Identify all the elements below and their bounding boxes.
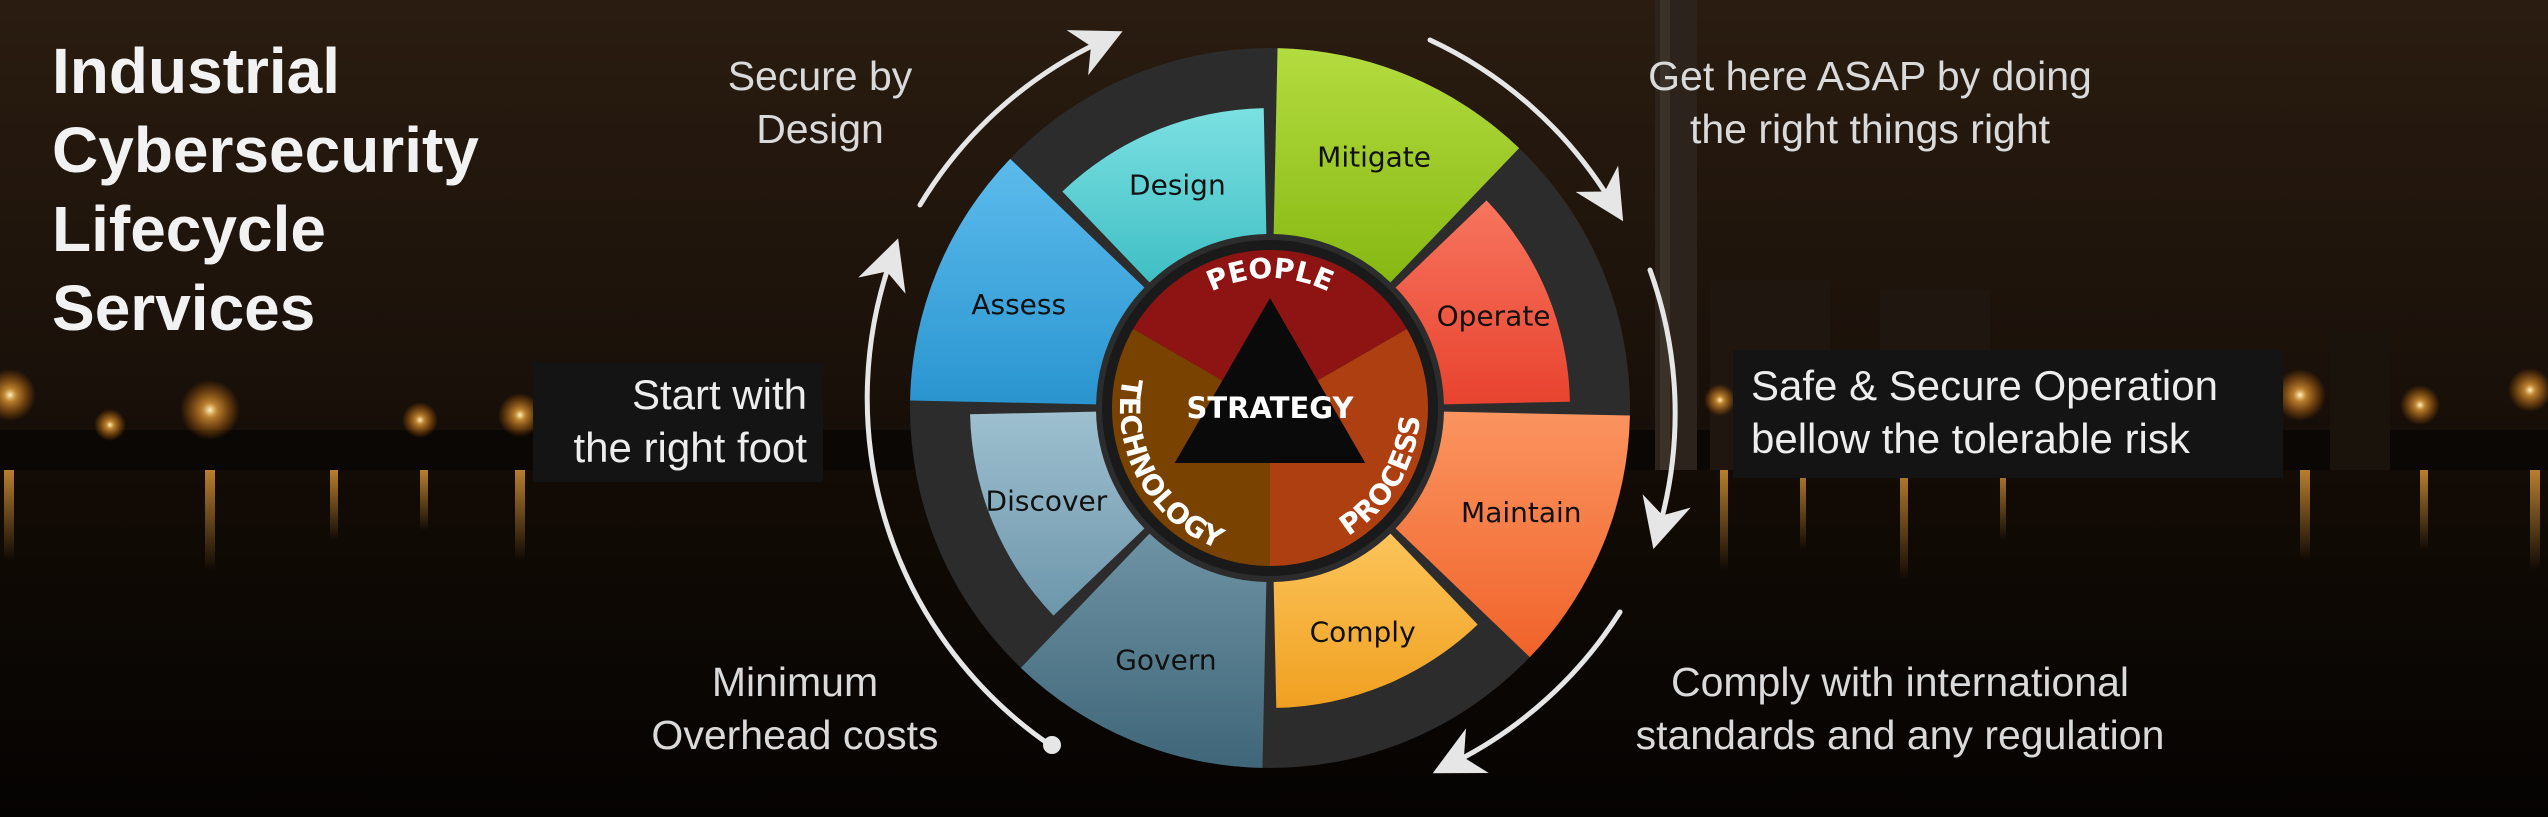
wheel-segment-comply [1273, 533, 1478, 708]
title-line: Services [52, 272, 316, 344]
wheel-segment-assess [910, 158, 1145, 405]
phase-label-comply: Comply [1310, 616, 1416, 649]
title-line: Cybersecurity [52, 114, 479, 186]
title-line: Industrial [52, 35, 341, 107]
caption-comply-international: Comply with international standards and … [1590, 656, 2210, 762]
phase-label-mitigate: Mitigate [1317, 141, 1431, 174]
phase-label-discover: Discover [986, 485, 1108, 518]
phase-label-operate: Operate [1437, 299, 1551, 332]
lifecycle-wheel: Design MitigateOperateMaintainComplyGover… [910, 48, 1630, 768]
caption-line: standards and any regulation [1635, 712, 2165, 758]
wheel-segment-operate [1395, 200, 1570, 405]
title-line: Lifecycle [52, 193, 326, 265]
phase-label-maintain: Maintain [1461, 496, 1582, 529]
caption-line: Minimum [711, 659, 879, 705]
caption-secure-by-design: Secure by Design [700, 50, 940, 156]
caption-line: Secure by [727, 53, 913, 99]
wheel-segment-maintain [1395, 411, 1630, 658]
wheel-segment-design [1062, 108, 1267, 283]
caption-safe-secure-operation: Safe & Secure Operation bellow the toler… [1733, 350, 2283, 478]
wheel-segment-govern [1020, 533, 1267, 768]
caption-line: Get here ASAP by doing [1648, 53, 2092, 99]
caption-line: bellow the tolerable risk [1751, 415, 2190, 462]
caption-line: the right things right [1689, 106, 2051, 152]
caption-get-here-asap: Get here ASAP by doing the right things … [1610, 50, 2130, 156]
caption-line: the right foot [573, 424, 807, 471]
phase-label-assess: Assess [971, 288, 1066, 321]
page-title: Industrial Cybersecurity Lifecycle Servi… [52, 32, 479, 348]
wheel-segment-discover [970, 411, 1145, 616]
phase-label-design: Design [1129, 168, 1226, 201]
caption-line: Safe & Secure Operation [1751, 362, 2218, 409]
caption-start-right-foot: Start with the right foot [533, 362, 823, 482]
strategy-label: STRATEGY [1187, 391, 1355, 425]
phase-label-govern: Govern [1115, 643, 1216, 676]
strategy-triangle [1174, 298, 1366, 463]
caption-line: Start with [631, 371, 807, 418]
caption-line: Design [756, 106, 884, 152]
wheel-segment-mitigate [1273, 48, 1520, 283]
caption-line: Comply with international [1670, 659, 2130, 705]
